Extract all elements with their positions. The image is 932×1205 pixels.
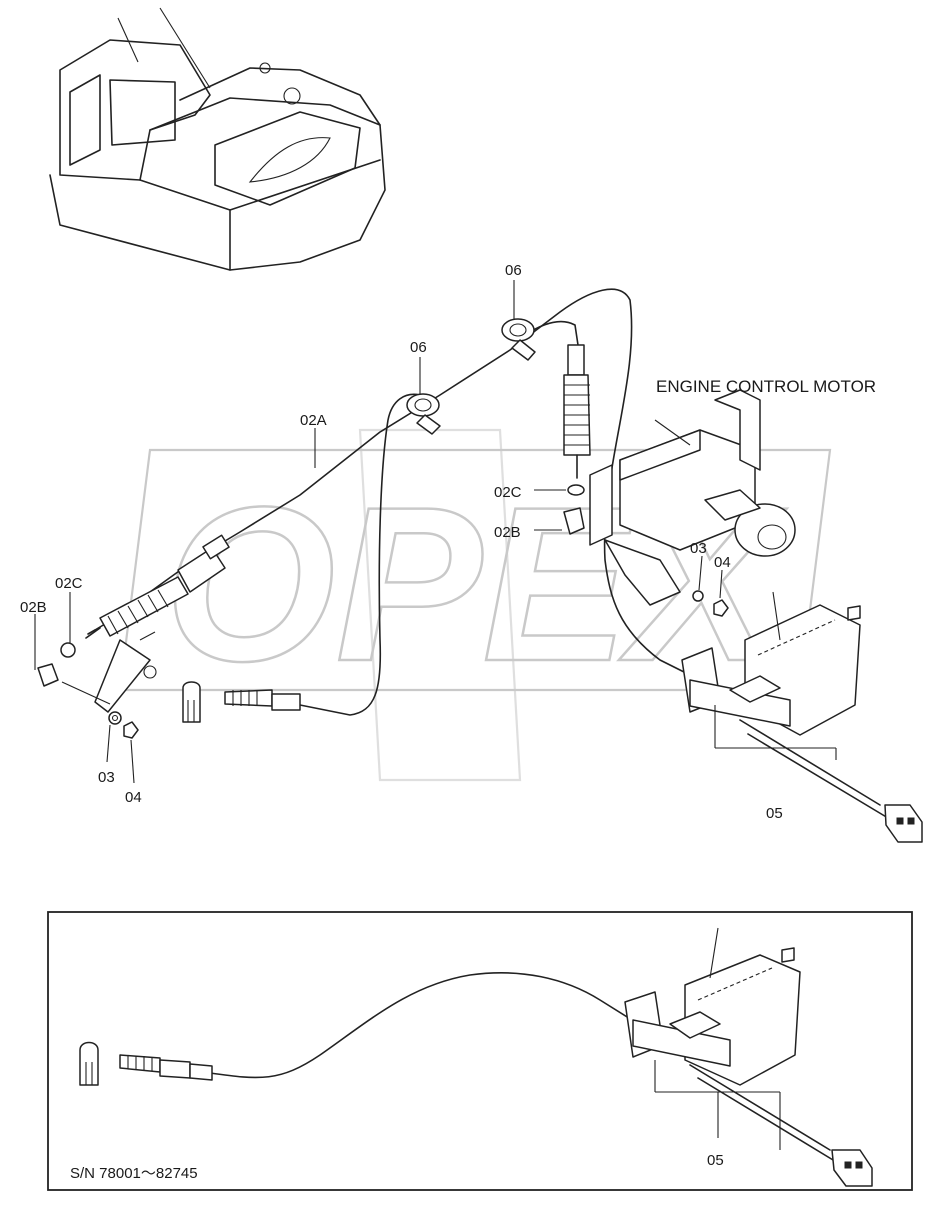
bracket-assembly-05 <box>681 591 923 843</box>
excavator-locator-illustration <box>49 7 386 271</box>
leader-lines <box>34 280 723 784</box>
clamp-06-lower <box>406 393 441 435</box>
vertical-threaded-rod <box>563 344 591 535</box>
label-02b-left: 02B <box>20 599 47 616</box>
throttle-cable <box>87 288 691 676</box>
cable-end-fitting-lower <box>182 681 301 723</box>
label-05-panel: 05 <box>707 1152 724 1169</box>
label-02a: 02A <box>300 412 327 429</box>
label-03-left: 03 <box>98 769 115 786</box>
callout-labels: ENGINE CONTROL MOTOR 02A 06 06 02B 02C 0… <box>20 262 876 822</box>
cable-end-fitting-left <box>85 534 230 639</box>
label-02c-right: 02C <box>494 484 522 501</box>
engine-control-motor-label: ENGINE CONTROL MOTOR <box>656 377 876 396</box>
label-03-right: 03 <box>690 540 707 557</box>
clamp-06-upper <box>501 318 536 361</box>
label-05-main: 05 <box>766 805 783 822</box>
label-04-left: 04 <box>125 789 142 806</box>
label-02b-right: 02B <box>494 524 521 541</box>
serial-number-text: S/N 78001～82745 <box>70 1165 198 1182</box>
label-02c-left: 02C <box>55 575 83 592</box>
label-04-right: 04 <box>714 554 731 571</box>
label-06-lower: 06 <box>410 339 427 356</box>
left-joint-parts <box>37 642 139 739</box>
label-06-upper: 06 <box>505 262 522 279</box>
lever-bracket-left <box>61 631 157 713</box>
engine-control-motor <box>589 389 796 617</box>
serial-variant-panel: S/N 78001～82745 05 <box>47 911 913 1191</box>
